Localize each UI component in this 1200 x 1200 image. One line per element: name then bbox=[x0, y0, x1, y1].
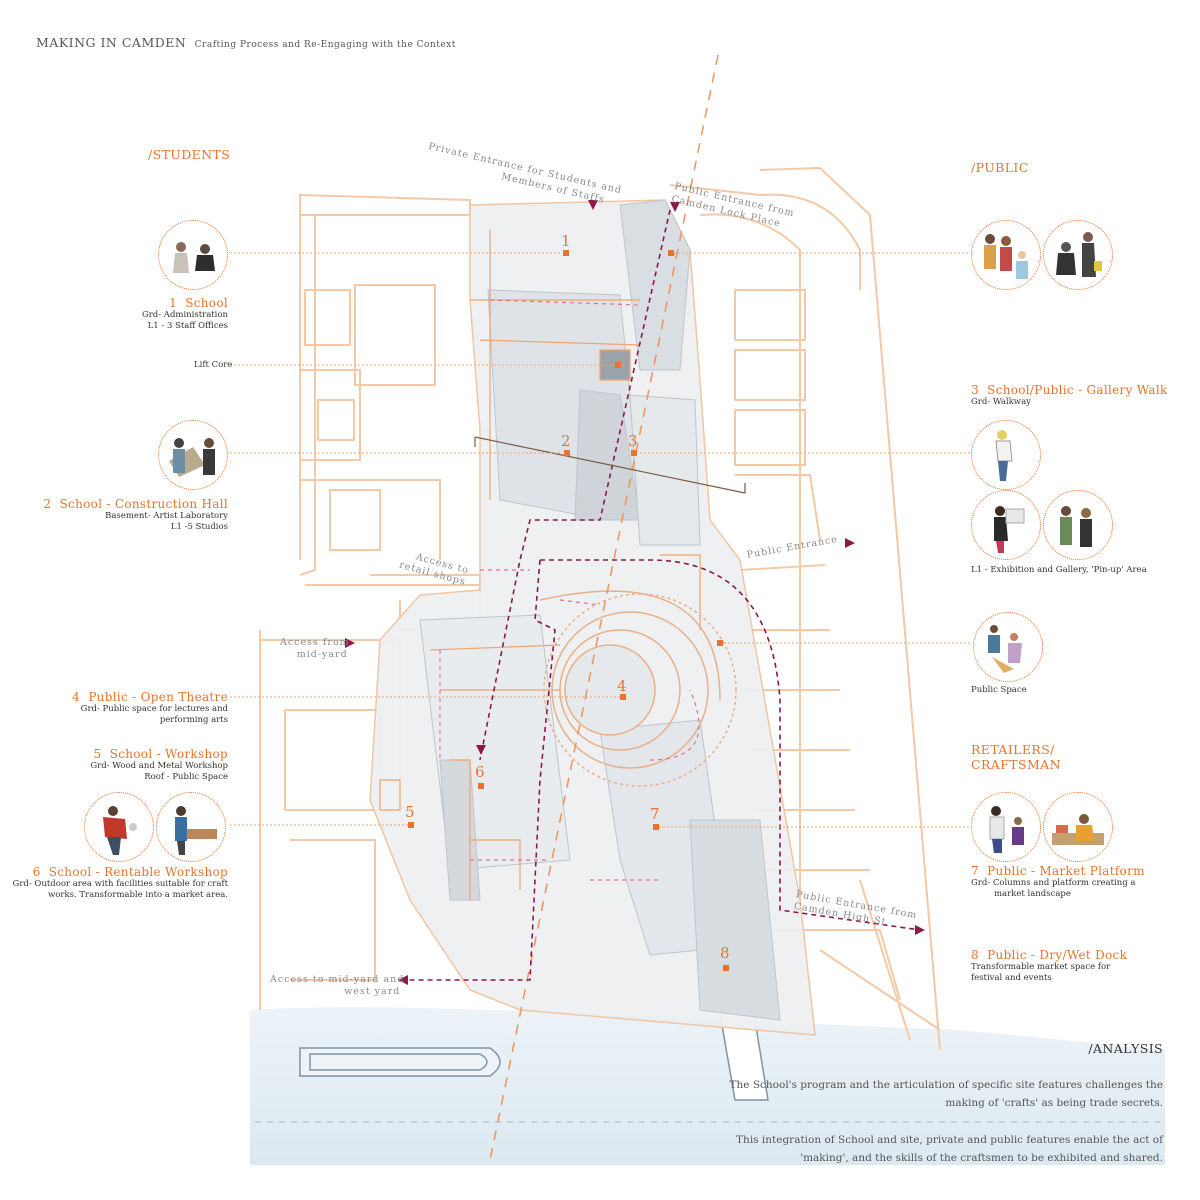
arrow-icon bbox=[345, 200, 925, 985]
map-number-5: 5 bbox=[405, 803, 415, 821]
group-public-title: /PUBLIC bbox=[971, 160, 1029, 175]
zone-4-desc1: Grd- Public space for lectures and bbox=[80, 704, 228, 714]
people-photo-icon bbox=[1043, 792, 1113, 862]
zone-8-desc2: festival and events bbox=[971, 973, 1052, 983]
public-space-note: Public Space bbox=[971, 685, 1027, 695]
zone-2-label: 2 School - Construction Hall Basement- A… bbox=[43, 497, 228, 533]
purple-circulation bbox=[400, 209, 921, 981]
page-title: MAKING IN CAMDEN Crafting Process and Re… bbox=[36, 35, 456, 50]
lift-core-note: Lift Core bbox=[194, 360, 233, 370]
zone-7-desc1: Grd- Columns and platform creating a bbox=[971, 878, 1136, 888]
zone-1-desc2: L1 - 3 Staff Offices bbox=[147, 321, 228, 331]
zone-1-desc1: Grd- Administration bbox=[141, 310, 228, 320]
people-photo-icon bbox=[1043, 220, 1113, 290]
zone-7-desc2: market landscape bbox=[994, 889, 1071, 899]
map-number-6: 6 bbox=[475, 763, 485, 781]
zone-6-title: 6 School - Rentable Workshop bbox=[32, 865, 228, 879]
zone-8-label: 8 Public - Dry/Wet Dock Transformable ma… bbox=[971, 948, 1127, 984]
people-photo-icon bbox=[158, 420, 228, 490]
group-retailers-title: RETAILERS/ CRAFTSMAN bbox=[971, 742, 1061, 772]
zone-3-title: 3 School/Public - Gallery Walk bbox=[971, 383, 1168, 397]
zone-6-label: 6 School - Rentable Workshop Grd- Outdoo… bbox=[13, 865, 228, 901]
zone-3-label: 3 School/Public - Gallery Walk Grd- Walk… bbox=[971, 383, 1168, 408]
access-midyard-label: Access from mid-yard bbox=[280, 637, 350, 660]
zone-5-title: 5 School - Workshop bbox=[93, 747, 228, 761]
zone-5-label: 5 School - Workshop Grd- Wood and Metal … bbox=[90, 747, 228, 783]
people-photo-icon bbox=[971, 792, 1041, 862]
zone-1-label: 1 School Grd- Administration L1 - 3 Staf… bbox=[142, 296, 228, 332]
open-theatre-rings bbox=[539, 590, 737, 787]
people-photo-icon bbox=[158, 220, 228, 290]
map-number-4: 4 bbox=[617, 677, 627, 695]
people-photo-icon bbox=[84, 792, 154, 862]
people-photo-icon bbox=[1043, 490, 1113, 560]
analysis-title: /ANALYSIS bbox=[1088, 1041, 1163, 1056]
zone-1-title: 1 School bbox=[169, 296, 228, 310]
zone-5-desc2: Roof - Public Space bbox=[144, 772, 228, 782]
zone-2-title: 2 School - Construction Hall bbox=[43, 497, 228, 511]
zone-8-desc1: Transformable market space for bbox=[971, 962, 1111, 972]
pink-circulation bbox=[439, 299, 700, 881]
people-photo-icon bbox=[156, 792, 226, 862]
retailers-line2: CRAFTSMAN bbox=[971, 757, 1061, 772]
zone-3-desc2: L1 - Exhibition and Gallery, 'Pin-up' Ar… bbox=[971, 565, 1147, 575]
map-number-3: 3 bbox=[628, 432, 638, 450]
map-number-2: 2 bbox=[561, 432, 571, 450]
zone-4-title: 4 Public - Open Theatre bbox=[72, 690, 228, 704]
zone-6-desc1: Grd- Outdoor area with facilities suitab… bbox=[12, 879, 228, 889]
section-line bbox=[474, 436, 746, 494]
analysis-paragraph-2: This integration of School and site, pri… bbox=[736, 1134, 1163, 1164]
people-photo-icon bbox=[971, 490, 1041, 560]
zone-5-desc1: Grd- Wood and Metal Workshop bbox=[90, 761, 228, 771]
retailers-line1: RETAILERS/ bbox=[971, 742, 1055, 757]
map-number-1: 1 bbox=[561, 232, 571, 250]
leader-markers bbox=[408, 250, 729, 971]
zone-8-title: 8 Public - Dry/Wet Dock bbox=[971, 948, 1128, 962]
zone-4-label: 4 Public - Open Theatre Grd- Public spac… bbox=[72, 690, 228, 726]
analysis-paragraph-1: The School's program and the articulatio… bbox=[729, 1079, 1163, 1109]
site-volumes bbox=[419, 199, 781, 1021]
zone-7-label: 7 Public - Market Platform Grd- Columns … bbox=[971, 864, 1145, 900]
people-photo-icon bbox=[973, 612, 1043, 682]
map-number-8: 8 bbox=[720, 944, 730, 962]
zone-2-desc2: L1 -5 Studios bbox=[170, 522, 228, 532]
zone-3-desc1: Grd- Walkway bbox=[971, 397, 1031, 407]
zone-4-desc2: performing arts bbox=[159, 715, 228, 725]
leader-lines bbox=[230, 252, 970, 828]
subtitle-text: Crafting Process and Re-Engaging with th… bbox=[194, 40, 456, 50]
group-students-title: /STUDENTS bbox=[148, 147, 231, 162]
map-number-7: 7 bbox=[650, 805, 660, 823]
people-photo-icon bbox=[971, 220, 1041, 290]
zone-6-desc2: works. Transformable into a market area. bbox=[48, 890, 228, 900]
zone-2-desc1: Basement- Artist Laboratory bbox=[105, 511, 228, 521]
people-photo-icon bbox=[971, 420, 1041, 490]
zone-7-title: 7 Public - Market Platform bbox=[971, 864, 1145, 878]
access-west-label: Access to mid-yard and west yard bbox=[270, 974, 405, 997]
canal-water bbox=[250, 1007, 1165, 1165]
axis-line bbox=[489, 54, 719, 1161]
title-text: MAKING IN CAMDEN bbox=[36, 35, 187, 50]
